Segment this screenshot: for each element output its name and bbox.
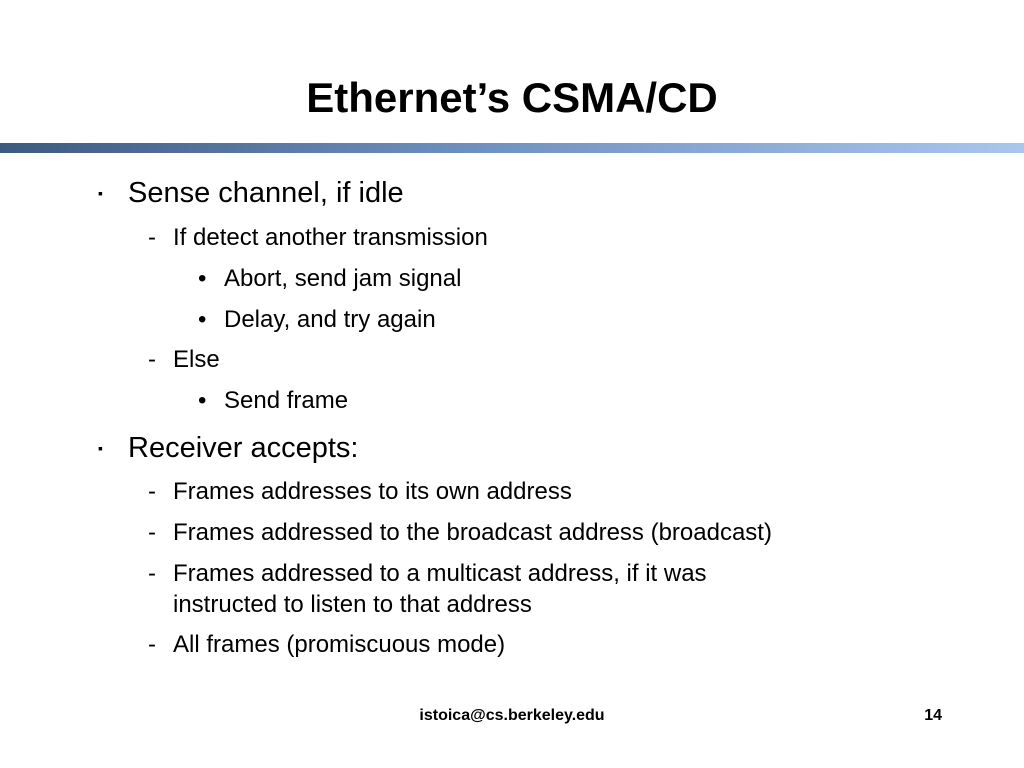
slide-title: Ethernet’s CSMA/CD <box>306 74 718 121</box>
bullet-text: If detect another transmission <box>173 224 488 251</box>
bullet-text: Else <box>173 346 220 373</box>
dash-bullet-icon: - <box>148 560 156 587</box>
square-bullet-icon: ▪ <box>98 185 103 201</box>
bullet-multicast: -Frames addressed to a multicast address… <box>148 559 707 589</box>
bullet-text: All frames (promiscuous mode) <box>173 631 506 658</box>
bullet-text: Delay, and try again <box>224 306 436 333</box>
bullet-detect-transmission: -If detect another transmission <box>148 223 488 253</box>
bullet-text: Sense channel, if idle <box>128 177 404 209</box>
bullet-broadcast: -Frames addressed to the broadcast addre… <box>148 518 772 548</box>
bullet-own-address: -Frames addresses to its own address <box>148 477 572 507</box>
bullet-receiver-accepts: ▪ Receiver accepts: <box>98 431 359 465</box>
dot-bullet-icon: • <box>198 306 207 333</box>
bullet-text: Frames addressed to a multicast address,… <box>173 560 707 587</box>
bullet-text: instructed to listen to that address <box>173 591 532 618</box>
dash-bullet-icon: - <box>148 631 156 658</box>
dash-bullet-icon: - <box>148 478 156 505</box>
bullet-else: -Else <box>148 345 220 375</box>
bullet-text: Send frame <box>224 387 349 414</box>
title-divider <box>0 143 1024 153</box>
bullet-send-frame: • Send frame <box>198 386 348 416</box>
bullet-abort-jam: • Abort, send jam signal <box>198 264 461 294</box>
dash-bullet-icon: - <box>148 346 156 373</box>
dash-bullet-icon: - <box>148 224 156 251</box>
bullet-promiscuous: -All frames (promiscuous mode) <box>148 630 505 660</box>
dot-bullet-icon: • <box>198 387 207 414</box>
bullet-text: Receiver accepts: <box>128 432 359 464</box>
bullet-multicast-continued: instructed to listen to that address <box>148 590 532 620</box>
bullet-text: Frames addresses to its own address <box>173 478 572 505</box>
square-bullet-icon: ▪ <box>98 440 103 456</box>
bullet-sense-channel: ▪ Sense channel, if idle <box>98 176 404 210</box>
bullet-delay-retry: • Delay, and try again <box>198 305 436 335</box>
bullet-text: Frames addressed to the broadcast addres… <box>173 519 772 546</box>
dash-bullet-icon: - <box>148 519 156 546</box>
page-number: 14 <box>924 707 942 724</box>
bullet-text: Abort, send jam signal <box>224 265 462 292</box>
footer-email: istoica@cs.berkeley.edu <box>419 707 605 724</box>
dot-bullet-icon: • <box>198 265 207 292</box>
